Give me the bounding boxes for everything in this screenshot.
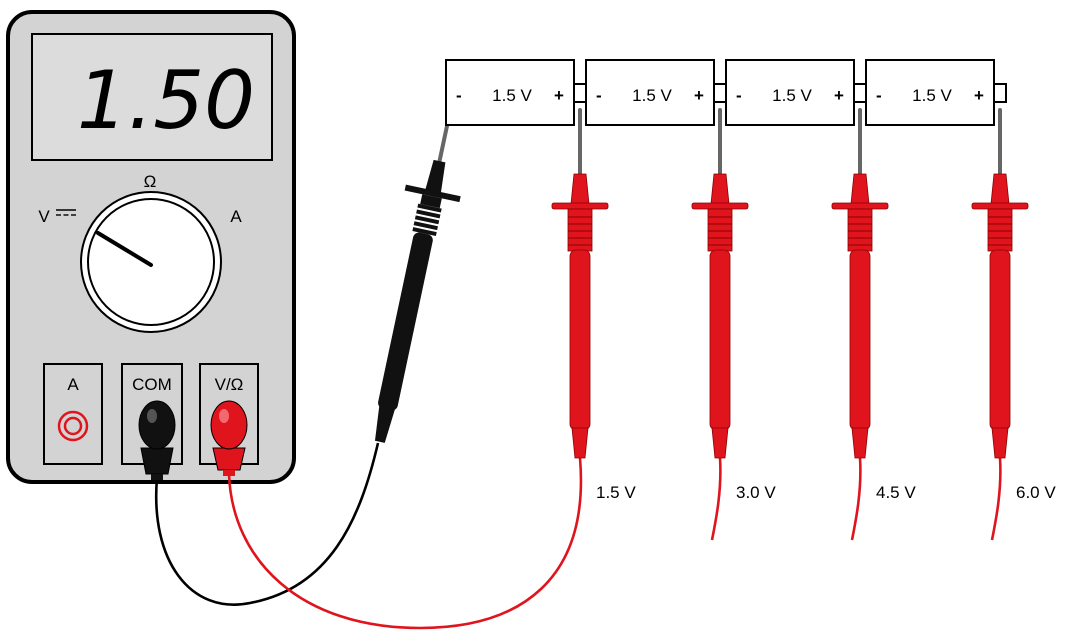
battery-4: - 1.5 V + [865, 59, 1007, 126]
battery-3-label: 1.5 V [772, 86, 812, 105]
battery-2-neg: - [596, 86, 602, 105]
dial-pointer [96, 231, 153, 267]
battery-4-pos: + [974, 86, 984, 105]
battery-1-label: 1.5 V [492, 86, 532, 105]
red-probe-1[interactable] [551, 108, 609, 459]
selector-dial[interactable] [80, 191, 222, 333]
jack-volt-ohm-label: V/Ω [215, 375, 244, 394]
battery-2: - 1.5 V + [585, 59, 727, 126]
black-test-wire [154, 442, 380, 606]
red-wire-stub-4 [990, 457, 1002, 541]
reading-label-4: 6.0 V [1016, 483, 1056, 502]
battery-3-pos: + [834, 86, 844, 105]
jack-socket-icon [57, 410, 89, 442]
reading-label-2: 3.0 V [736, 483, 776, 502]
dc-symbol-icon [56, 209, 76, 216]
jack-a[interactable]: A [43, 363, 103, 465]
battery-1: - 1.5 V + [445, 59, 587, 126]
black-plug [138, 400, 176, 480]
battery-1-pos: + [554, 86, 564, 105]
battery-2-pos: + [694, 86, 704, 105]
display-reading: 1.50 [77, 54, 255, 147]
red-probe-2[interactable] [691, 108, 749, 459]
battery-3-neg: - [736, 86, 742, 105]
battery-1-neg: - [456, 86, 462, 105]
multimeter: 1.50 Ω V A A COM V/Ω [6, 10, 296, 484]
red-wire-stub-3 [850, 457, 862, 541]
battery-string: - 1.5 V + - 1.5 V + - 1.5 V + - 1.5 V + [445, 59, 1007, 126]
battery-2-label: 1.5 V [632, 86, 672, 105]
dial-amp-label: A [230, 207, 242, 226]
red-wire-stub-2 [710, 457, 722, 541]
red-plug [210, 400, 248, 476]
black-probe[interactable] [352, 71, 484, 447]
battery-4-label: 1.5 V [912, 86, 952, 105]
red-test-wire [227, 457, 583, 630]
reading-label-1: 1.5 V [596, 483, 636, 502]
red-probe-4[interactable] [971, 108, 1029, 459]
jack-a-label: A [67, 375, 79, 394]
red-probe-3[interactable] [831, 108, 889, 459]
jack-com-label: COM [132, 375, 172, 394]
meter-display [31, 33, 273, 161]
dial-ohm-label: Ω [144, 172, 157, 191]
reading-label-3: 4.5 V [876, 483, 916, 502]
battery-4-neg: - [876, 86, 882, 105]
dial-volt-label: V [38, 207, 50, 226]
battery-3: - 1.5 V + [725, 59, 867, 126]
